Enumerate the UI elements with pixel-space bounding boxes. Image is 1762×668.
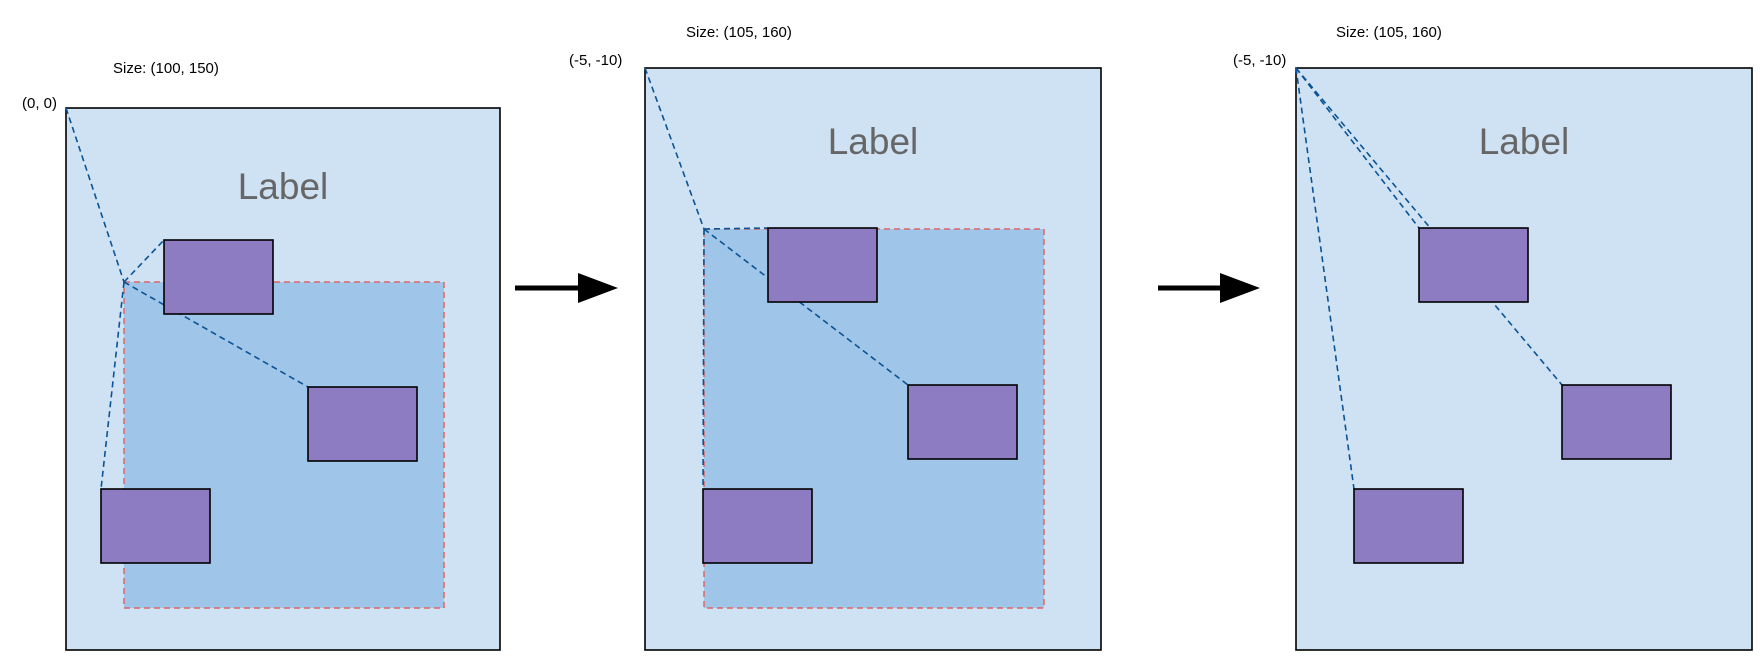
panel-3-origin-text: (-5, -10)	[1233, 52, 1286, 69]
panel-1-size-text: Size: (100, 150)	[113, 60, 219, 77]
panel-1-connector-origin	[65, 107, 125, 283]
panel-3-connector-item-top	[1295, 67, 1420, 229]
panel-3: Size: (105, 160) (-5, -10) Label	[1233, 24, 1753, 651]
panel-1-origin-text: (0, 0)	[22, 95, 57, 112]
panel-2: Size: (105, 160) (-5, -10) Label	[569, 24, 1102, 651]
panel-2-connector-origin	[644, 67, 705, 230]
transition-arrow-1	[515, 273, 618, 303]
panel-2-size-text: Size: (105, 160)	[686, 24, 792, 41]
panel-3-connectors	[1295, 67, 1563, 490]
panel-1-connectors	[65, 107, 309, 490]
panel-2-connectors	[644, 67, 909, 490]
panel-3-connector-item-bottom	[1295, 67, 1355, 490]
panel-1-connector-item-bottom	[100, 281, 125, 490]
panel-3-item-top	[1418, 227, 1529, 303]
panel-2-origin-text: (-5, -10)	[569, 52, 622, 69]
panel-3-item-right	[1561, 384, 1672, 460]
panel-1: Size: (100, 150) (0, 0) Label	[22, 60, 501, 651]
panel-3-size-text: Size: (105, 160)	[1336, 24, 1442, 41]
panel-2-connector-item-top	[703, 227, 769, 230]
panel-1-item-right	[307, 386, 418, 462]
panel-3-connector-item-right	[1295, 67, 1563, 386]
panel-2-item-bottom	[702, 488, 813, 564]
arrow-1-head	[578, 273, 618, 303]
panel-2-connector-item-bottom	[702, 228, 705, 490]
panel-1-label: Label	[238, 166, 329, 207]
panel-3-label: Label	[1479, 121, 1570, 162]
transition-arrow-2	[1158, 273, 1260, 303]
arrow-2-head	[1220, 273, 1260, 303]
panel-1-item-bottom	[100, 488, 211, 564]
panel-2-item-top	[767, 227, 878, 303]
panel-2-label: Label	[828, 121, 919, 162]
panel-1-item-top	[163, 239, 274, 315]
panel-1-connector-item-right	[123, 281, 309, 388]
panel-2-connector-item-right	[703, 228, 909, 386]
panel-2-item-right	[907, 384, 1018, 460]
panel-3-item-bottom	[1353, 488, 1464, 564]
